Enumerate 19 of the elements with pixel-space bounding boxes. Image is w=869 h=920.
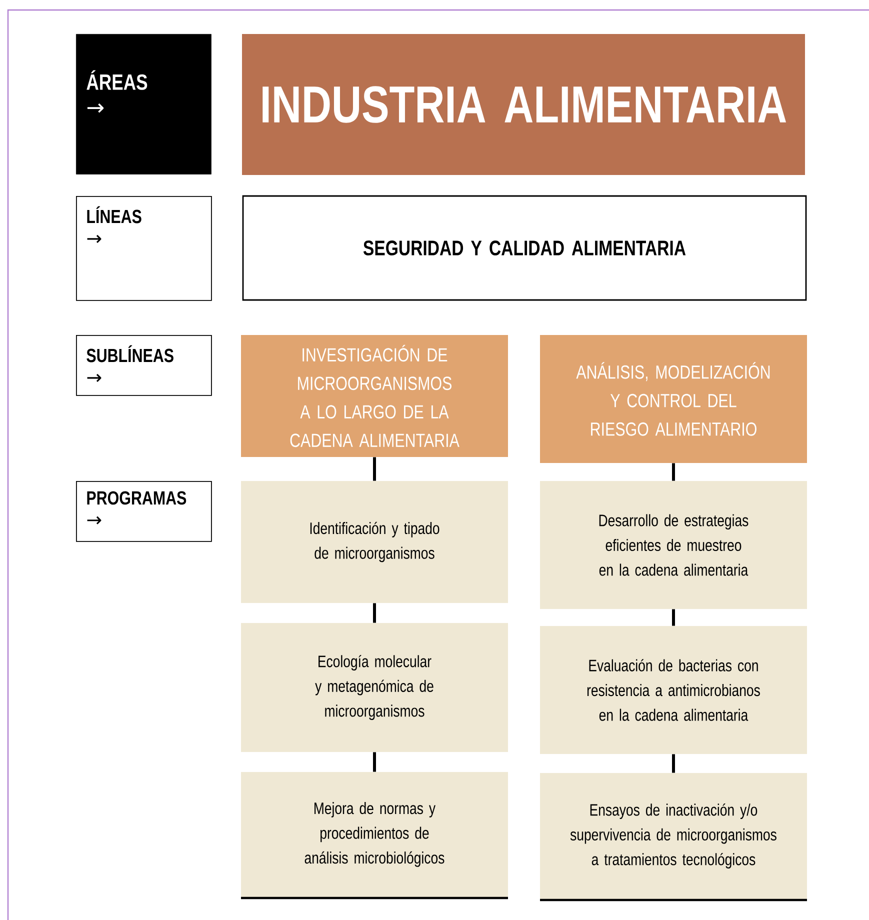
connector-line [373, 603, 376, 623]
connector-line [672, 463, 675, 481]
area-banner: INDUSTRIA ALIMENTARIA [242, 34, 805, 175]
program-box: Ensayos de inactivación y/o supervivencia de microorganismos a tratamientos tecnológicos [540, 773, 807, 899]
label-tab: LÍNEAS → [76, 196, 212, 301]
connector-line [373, 752, 376, 772]
program-box: Mejora de normas y procedimientos de análisis microbiológicos [241, 772, 508, 897]
connector-line [672, 609, 675, 626]
subline-box: INVESTIGACIÓN DE MICROORGANISMOS A LO LARGO DE LA CADENA ALIMENTARIA [241, 335, 508, 457]
program-box: Ecología molecular y metagenómica de microorganismos [241, 623, 508, 752]
connector-line [373, 457, 376, 481]
label-tab: ÁREAS → [76, 34, 212, 174]
subline-box: ANÁLISIS, MODELIZACIÓN Y CONTROL DEL RIESGO ALIMENTARIO [540, 335, 807, 463]
program-box: Identificación y tipado de microorganismos [241, 481, 508, 603]
program-box: Desarrollo de estrategias eficientes de muestreo en la cadena alimentaria [540, 481, 807, 609]
connector-line [672, 754, 675, 773]
label-tab: PROGRAMAS → [76, 481, 212, 542]
label-tab: SUBLÍNEAS → [76, 335, 212, 396]
program-box: Evaluación de bacterias con resistencia a antimicrobianos en la cadena alimentaria [540, 626, 807, 754]
